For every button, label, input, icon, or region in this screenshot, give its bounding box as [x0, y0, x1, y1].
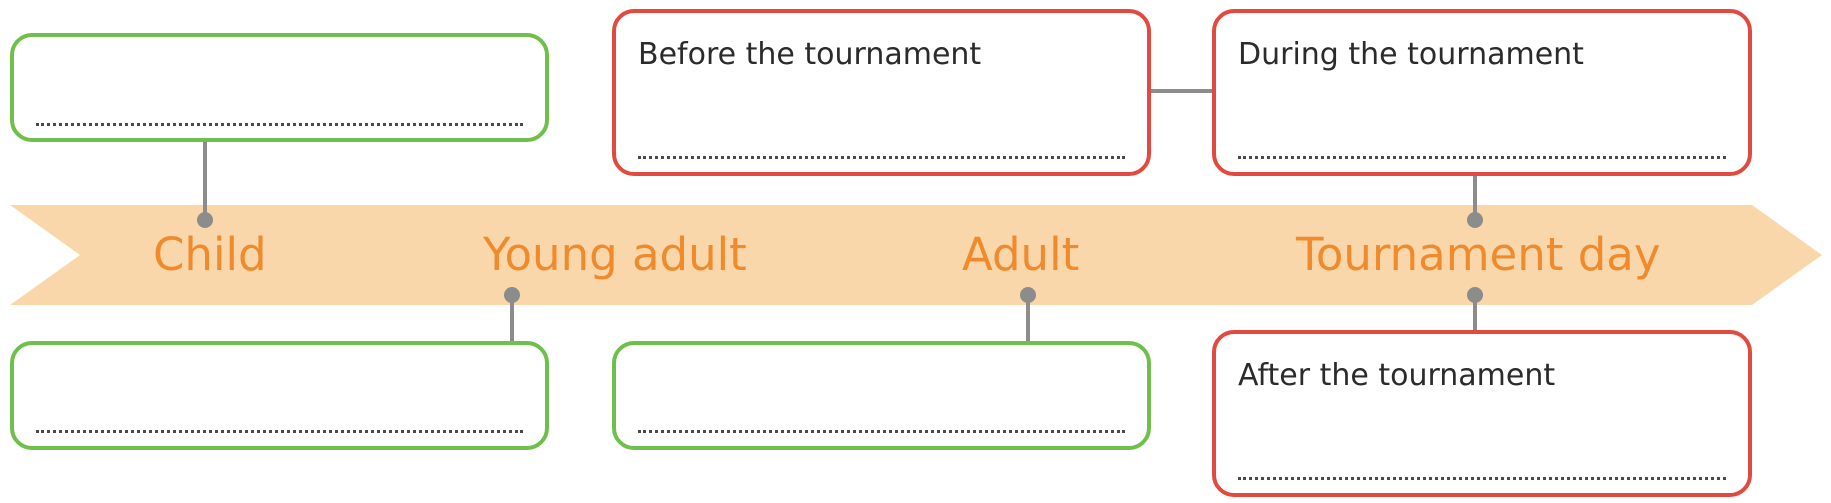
connector-dot-young-adult: [504, 287, 520, 303]
young-adult-box: [10, 341, 549, 450]
connector-dot-during: [1467, 212, 1483, 228]
stage-adult-label: Adult: [962, 228, 1080, 281]
during-tournament-title: During the tournament: [1238, 37, 1584, 72]
child-box: [10, 33, 549, 142]
connector-dot-child: [197, 212, 213, 228]
before-tournament-answer-line[interactable]: [638, 156, 1125, 159]
during-tournament-answer-line[interactable]: [1238, 156, 1726, 159]
stage-tournament-day-label: Tournament day: [1296, 228, 1661, 281]
adult-box: [612, 341, 1151, 450]
before-tournament-title: Before the tournament: [638, 37, 982, 72]
timeline-arrow: [10, 205, 1822, 305]
after-tournament-title: After the tournament: [1238, 358, 1556, 393]
stage-child-label: Child: [153, 228, 267, 281]
child-answer-line[interactable]: [36, 123, 523, 126]
connector-dot-adult: [1020, 287, 1036, 303]
adult-answer-line[interactable]: [638, 430, 1125, 433]
after-tournament-box: After the tournament: [1212, 330, 1752, 497]
young-adult-answer-line[interactable]: [36, 430, 523, 433]
stage-young-adult-label: Young adult: [483, 228, 747, 281]
during-tournament-box: During the tournament: [1212, 9, 1752, 176]
before-tournament-box: Before the tournament: [612, 9, 1151, 176]
connector-dot-after: [1467, 287, 1483, 303]
after-tournament-answer-line[interactable]: [1238, 477, 1726, 480]
